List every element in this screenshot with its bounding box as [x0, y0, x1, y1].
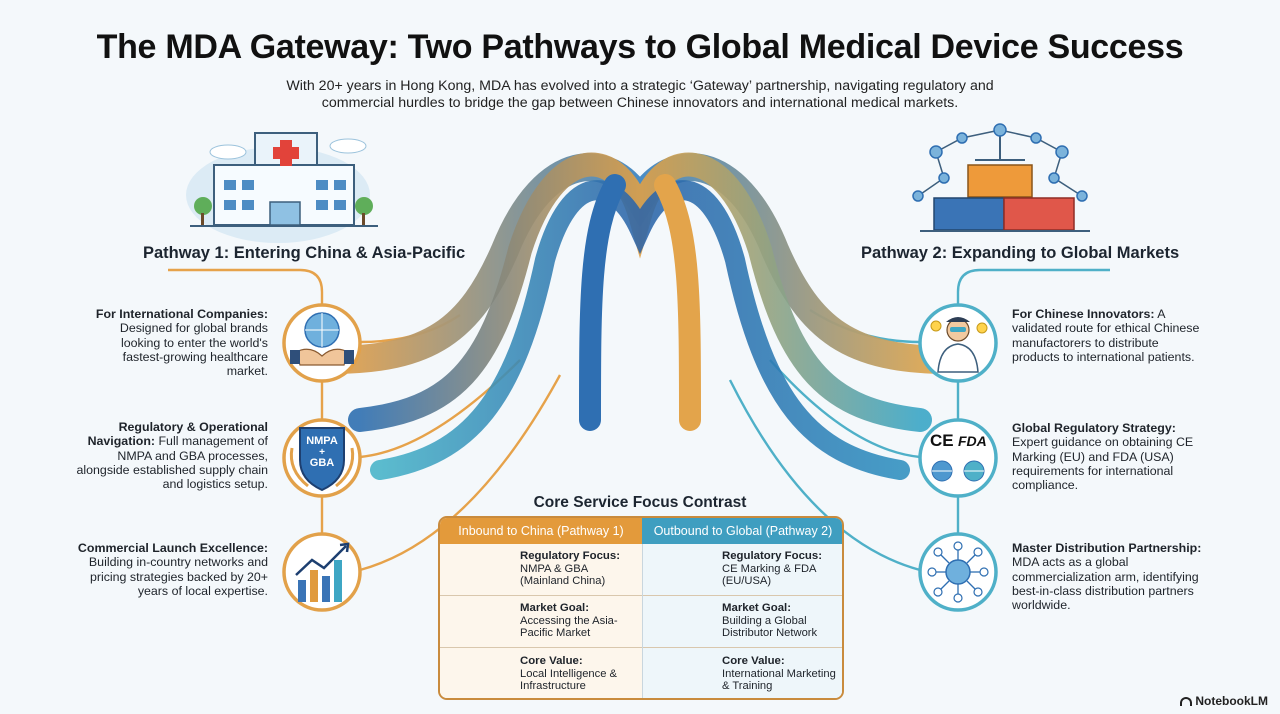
row-value: Building a Global Distributor Network: [722, 614, 818, 640]
global-network-icon: [918, 532, 998, 612]
col2-body: [642, 544, 842, 698]
gateway-ribbon-arch: [316, 152, 964, 480]
row2-col2: Market Goal: Building a Global Distribut…: [722, 602, 840, 640]
pathway2-item-1: For Chinese Innovators: A validated rout…: [1012, 307, 1202, 364]
shipping-containers-icon: [912, 123, 1090, 232]
contrast-title: Core Service Focus Contrast: [533, 494, 747, 511]
row-value: Accessing the Asia-Pacific Market: [520, 614, 618, 640]
hospital-icon: [186, 132, 378, 243]
pathway2-item-3: Master Distribution Partnership: MDA act…: [1012, 541, 1212, 612]
row-label: Core Value:: [520, 655, 583, 667]
notebooklm-badge: NotebookLM: [1180, 694, 1268, 708]
nmpa-gba-shield-icon: [282, 418, 362, 498]
item-heading: Global Regulatory Strategy:: [1012, 421, 1176, 435]
item-text: MDA acts as a global commercialization a…: [1012, 555, 1199, 613]
scientist-icon: [918, 303, 998, 383]
row1-col2: Regulatory Focus: CE Marking & FDA (EU/U…: [722, 550, 840, 588]
shield-label: NMPA + GBA: [300, 436, 344, 469]
col-divider: [642, 544, 643, 698]
page-subtitle: With 20+ years in Hong Kong, MDA has evo…: [286, 78, 994, 111]
row-divider: [440, 595, 842, 596]
item-text: A validated route for ethical Chinese ma…: [1012, 307, 1200, 364]
row-value: International Marketing & Training: [722, 667, 836, 693]
contrast-table: Inbound to China (Pathway 1) Outbound to…: [438, 516, 844, 700]
item-text: Building in-country networks and pricing…: [88, 555, 268, 598]
ce-fda-globe-icon: [918, 418, 998, 498]
ce-mark-label: CE: [930, 431, 954, 450]
row-value: Local Intelligence & Infrastructure: [520, 667, 618, 693]
row3-col1: Core Value: Local Intelligence & Infrast…: [520, 655, 638, 693]
row-label: Regulatory Focus:: [722, 550, 822, 562]
item-text: Full management of NMPA and GBA processe…: [76, 434, 269, 492]
row-value: NMPA & GBA (Mainland China): [520, 562, 606, 588]
row-divider: [440, 647, 842, 648]
notebooklm-logo-icon: [1180, 697, 1193, 707]
pathway2-title: Pathway 2: Expanding to Global Markets: [861, 244, 1180, 262]
row2-col1: Market Goal: Accessing the Asia-Pacific …: [520, 602, 638, 640]
col2-header: Outbound to Global (Pathway 2): [642, 518, 842, 544]
pathway1-title: Pathway 1: Entering China & Asia-Pacific: [143, 244, 466, 262]
shield-plus: +: [319, 447, 325, 458]
item-heading: For International Companies:: [95, 307, 268, 321]
handshake-globe-icon: [282, 303, 362, 383]
row1-col1: Regulatory Focus: NMPA & GBA (Mainland C…: [520, 550, 638, 588]
shield-bottom: GBA: [309, 457, 335, 469]
pathway1-item-3: Commercial Launch Excellence: Building i…: [70, 541, 268, 598]
col1-body: [440, 544, 642, 698]
row-value: CE Marking & FDA (EU/USA): [722, 562, 816, 588]
item-heading: Regulatory & Operational Navigation:: [87, 420, 268, 449]
page-title: The MDA Gateway: Two Pathways to Global …: [96, 28, 1184, 66]
shield-top: NMPA: [306, 435, 338, 447]
item-heading: For Chinese Innovators:: [1012, 307, 1155, 321]
item-heading: Master Distribution Partnership:: [1012, 541, 1202, 555]
item-text: Designed for global brands looking to en…: [119, 321, 268, 379]
pathway1-item-1: For International Companies: Designed fo…: [78, 307, 268, 378]
growth-chart-icon: [282, 532, 362, 612]
row-label: Market Goal:: [722, 602, 791, 614]
pathway2-item-2: Global Regulatory Strategy: Expert guida…: [1012, 421, 1212, 492]
row-label: Market Goal:: [520, 602, 589, 614]
item-text: Expert guidance on obtaining CE Marking …: [1012, 435, 1194, 493]
brand-label: NotebookLM: [1195, 694, 1268, 708]
row3-col2: Core Value: International Marketing & Tr…: [722, 655, 840, 693]
fda-label: FDA: [958, 433, 987, 449]
pathway1-item-2: Regulatory & Operational Navigation: Ful…: [70, 420, 269, 492]
col1-header: Inbound to China (Pathway 1): [440, 518, 642, 544]
row-label: Core Value:: [722, 655, 785, 667]
item-heading: Commercial Launch Excellence:: [77, 541, 268, 555]
row-label: Regulatory Focus:: [520, 550, 620, 562]
